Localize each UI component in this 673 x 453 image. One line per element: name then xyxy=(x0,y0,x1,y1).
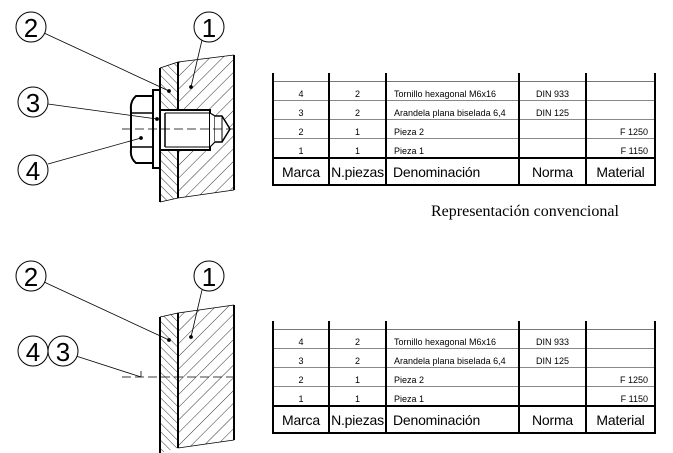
header-piezas: N.piezas xyxy=(328,158,387,186)
cell-piezas: 2 xyxy=(328,100,387,120)
cell-norma xyxy=(518,138,587,159)
parts-list-table-bottom: 4 2 Tornillo hexagonal M6x16 DIN 933 3 2… xyxy=(272,321,656,434)
cell-norma xyxy=(518,119,587,139)
cell-denominacion: Pieza 2 xyxy=(385,119,520,139)
balloon-4-top: 4 xyxy=(17,154,49,186)
table-spacer-row xyxy=(272,73,656,82)
header-piezas: N.piezas xyxy=(328,406,387,434)
cell-marca: 4 xyxy=(272,81,330,101)
cell-marca: 2 xyxy=(272,367,330,387)
leader-lines xyxy=(43,32,203,165)
cell-material xyxy=(585,329,656,349)
balloon-1-top: 1 xyxy=(193,11,225,43)
cell-material: F 1150 xyxy=(585,386,656,407)
cell-norma: DIN 125 xyxy=(518,100,587,120)
header-marca: Marca xyxy=(272,406,330,434)
header-denominacion: Denominación xyxy=(385,158,520,186)
svg-text:3: 3 xyxy=(26,88,40,118)
cell-material xyxy=(585,348,656,368)
cell-denominacion: Pieza 1 xyxy=(385,386,520,407)
header-norma: Norma xyxy=(518,158,587,186)
table-row: 2 1 Pieza 2 F 1250 xyxy=(272,119,656,139)
balloon-2-bottom: 2 xyxy=(15,260,47,292)
cell-piezas: 1 xyxy=(328,386,387,407)
header-norma: Norma xyxy=(518,406,587,434)
cell-norma: DIN 933 xyxy=(518,329,587,349)
cell-piezas: 2 xyxy=(328,329,387,349)
svg-text:3: 3 xyxy=(56,337,70,367)
header-material: Material xyxy=(585,406,656,434)
svg-text:4: 4 xyxy=(26,337,40,367)
table-row: 4 2 Tornillo hexagonal M6x16 DIN 933 xyxy=(272,81,656,101)
parts-list-table-top: 4 2 Tornillo hexagonal M6x16 DIN 933 3 2… xyxy=(272,73,656,186)
leader-lines-conv xyxy=(43,281,203,378)
table-spacer-row xyxy=(272,321,656,330)
caption-conventional-representation: Representación convencional xyxy=(431,203,619,220)
bolt-head xyxy=(129,95,154,164)
piece-2-section-conv xyxy=(159,312,179,453)
table-row: 3 2 Arandela plana biselada 6,4 DIN 125 xyxy=(272,348,656,368)
cell-denominacion: Arandela plana biselada 6,4 xyxy=(385,100,520,120)
cell-marca: 3 xyxy=(272,100,330,120)
assembly-conventional: 2 1 4 3 xyxy=(15,260,236,453)
cell-material xyxy=(585,100,656,120)
table-row: 2 1 Pieza 2 F 1250 xyxy=(272,367,656,387)
cell-piezas: 1 xyxy=(328,138,387,159)
cell-norma xyxy=(518,367,587,387)
cell-material: F 1250 xyxy=(585,119,656,139)
cell-marca: 4 xyxy=(272,329,330,349)
cell-denominacion: Pieza 1 xyxy=(385,138,520,159)
cell-norma xyxy=(518,386,587,407)
balloon-3-top: 3 xyxy=(17,86,49,118)
balloon-4-bottom: 4 xyxy=(17,335,49,367)
piece-1-section-conv xyxy=(177,304,235,449)
balloon-3-bottom: 3 xyxy=(47,335,79,367)
cell-denominacion: Tornillo hexagonal M6x16 xyxy=(385,329,520,349)
cell-piezas: 1 xyxy=(328,119,387,139)
cell-material xyxy=(585,81,656,101)
table-header-row: Marca N.piezas Denominación Norma Materi… xyxy=(272,158,656,186)
cell-piezas: 2 xyxy=(328,348,387,368)
cell-marca: 2 xyxy=(272,119,330,139)
svg-text:2: 2 xyxy=(24,262,38,292)
header-denominacion: Denominación xyxy=(385,406,520,434)
header-marca: Marca xyxy=(272,158,330,186)
cell-denominacion: Tornillo hexagonal M6x16 xyxy=(385,81,520,101)
cell-norma: DIN 125 xyxy=(518,348,587,368)
bolt-shank xyxy=(159,109,231,151)
cell-denominacion: Pieza 2 xyxy=(385,367,520,387)
balloon-2-top: 2 xyxy=(15,11,47,43)
svg-text:4: 4 xyxy=(26,156,40,186)
table-row: 1 1 Pieza 1 F 1150 xyxy=(272,386,656,407)
svg-text:1: 1 xyxy=(202,262,216,292)
cell-marca: 3 xyxy=(272,348,330,368)
cell-material: F 1150 xyxy=(585,138,656,159)
assembly-detailed: 2 1 3 4 xyxy=(15,11,236,203)
svg-text:2: 2 xyxy=(24,13,38,43)
balloon-1-bottom: 1 xyxy=(193,260,225,292)
cell-material: F 1250 xyxy=(585,367,656,387)
table-header-row: Marca N.piezas Denominación Norma Materi… xyxy=(272,406,656,434)
cell-denominacion: Arandela plana biselada 6,4 xyxy=(385,348,520,368)
table-row: 3 2 Arandela plana biselada 6,4 DIN 125 xyxy=(272,100,656,120)
table-row: 1 1 Pieza 1 F 1150 xyxy=(272,138,656,159)
cell-norma: DIN 933 xyxy=(518,81,587,101)
header-material: Material xyxy=(585,158,656,186)
cell-piezas: 2 xyxy=(328,81,387,101)
svg-text:1: 1 xyxy=(202,13,216,43)
cell-marca: 1 xyxy=(272,386,330,407)
cell-marca: 1 xyxy=(272,138,330,159)
table-row: 4 2 Tornillo hexagonal M6x16 DIN 933 xyxy=(272,329,656,349)
cell-piezas: 1 xyxy=(328,367,387,387)
